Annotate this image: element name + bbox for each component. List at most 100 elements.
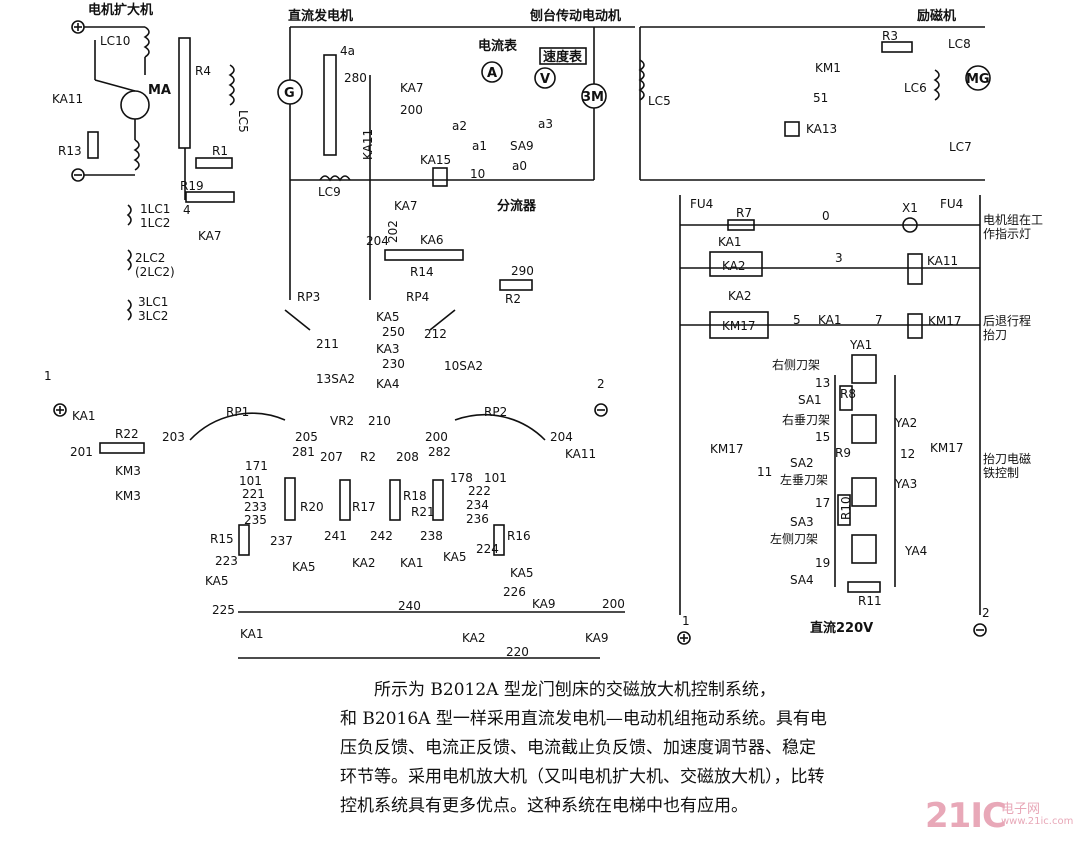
label-lc7: LC7 (949, 140, 972, 154)
node-207: 207 (320, 450, 343, 464)
node-230: 230 (382, 357, 405, 371)
node-51: 51 (813, 91, 828, 105)
node-236: 236 (466, 512, 489, 526)
label-ammeter: 电流表 (478, 38, 518, 54)
label-ka7-b: KA7 (400, 81, 424, 95)
label-speed-meter: 速度表 (543, 49, 583, 65)
heading-drive-motor: 刨台传动电动机 (529, 8, 621, 24)
node-1-left: 1 (44, 369, 52, 383)
node-1-right: 1 (682, 614, 690, 628)
label-left-vert: 左垂刀架 (780, 472, 828, 487)
label-rp1: RP1 (226, 405, 249, 419)
circuit-diagram: 电机扩大机 直流发电机 刨台传动电动机 励磁机 LC10 MA KA11 R13… (44, 2, 1043, 659)
node-208: 208 (396, 450, 419, 464)
node-4: 4 (183, 203, 191, 217)
heading-dc-generator: 直流发电机 (288, 8, 353, 24)
label-km3-b: KM3 (115, 489, 141, 503)
node-a0: a0 (512, 159, 527, 173)
node-204-b: 204 (550, 430, 573, 444)
label-ya4: YA4 (904, 544, 927, 558)
description-line: 控机系统具有更多优点。这种系统在电梯中也有应用。 (340, 796, 748, 816)
label-ka1-r2: KA1 (818, 313, 842, 327)
node-222: 222 (468, 484, 491, 498)
node-212: 212 (424, 327, 447, 341)
node-101-b: 101 (484, 471, 507, 485)
label-lc5-b: LC5 (648, 94, 671, 108)
description-line: 压负反馈、电流正反馈、电流截止负反馈、加速度调节器、稳定 (340, 738, 816, 758)
label-r22: R22 (115, 427, 139, 441)
label-r17: R17 (352, 500, 376, 514)
label-fu4-right: FU4 (940, 197, 963, 211)
label-dc220: 直流220V (810, 620, 873, 636)
node-220: 220 (506, 645, 529, 659)
label-ka11-left: KA11 (52, 92, 83, 106)
node-205: 205 (295, 430, 318, 444)
node-233: 233 (244, 500, 267, 514)
node-221: 221 (242, 487, 265, 501)
label-lift-control: 抬刀电磁铁控制 (983, 451, 1031, 480)
label-r16: R16 (507, 529, 531, 543)
label-vr2: VR2 (330, 414, 354, 428)
label-r13: R13 (58, 144, 82, 158)
node-0: 0 (822, 209, 830, 223)
node-210: 210 (368, 414, 391, 428)
node-241: 241 (324, 529, 347, 543)
label-ka5-b: KA5 (205, 574, 229, 588)
node-3: 3 (835, 251, 843, 265)
label-r3: R3 (882, 29, 898, 43)
node-203: 203 (162, 430, 185, 444)
label-ya3: YA3 (894, 477, 917, 491)
description-text: 所示为 B2012A 型龙门刨床的交磁放大机控制系统， 和 B2016A 型一样… (340, 676, 900, 821)
label-r19: R19 (180, 179, 204, 193)
label-lc5-a: LC5 (236, 110, 250, 133)
label-ka2-r: KA2 (722, 259, 746, 273)
label-r11: R11 (858, 594, 882, 608)
label-km17-a: KM17 (722, 319, 756, 333)
label-lc9: LC9 (318, 185, 341, 199)
label-retreat: 后退行程抬刀 (983, 313, 1031, 342)
node-200: 200 (400, 103, 423, 117)
node-238: 238 (420, 529, 443, 543)
label-x1: X1 (902, 201, 918, 215)
description-line: 和 B2016A 型一样采用直流发电机—电动机组拖动系统。具有电 (340, 709, 827, 729)
label-ka7-a: KA7 (198, 229, 222, 243)
label-r2-b: R2 (360, 450, 376, 464)
label-ka1-a: KA1 (400, 556, 424, 570)
label-v-meter: V (540, 72, 550, 87)
label-ka5-e: KA5 (510, 566, 534, 580)
label-r9: R9 (835, 446, 851, 460)
label-a-meter: A (487, 66, 497, 81)
label-ya2: YA2 (894, 416, 917, 430)
label-sa3: SA3 (790, 515, 814, 529)
label-r14: R14 (410, 265, 434, 279)
label-lc10: LC10 (100, 34, 130, 48)
node-281: 281 (292, 445, 315, 459)
label-km17-c: KM17 (710, 442, 744, 456)
node-211: 211 (316, 337, 339, 351)
label-r15: R15 (210, 532, 234, 546)
node-200-c: 200 (602, 597, 625, 611)
label-13sa2: 13SA2 (316, 372, 355, 386)
label-km3-a: KM3 (115, 464, 141, 478)
label-km1: KM1 (815, 61, 841, 75)
label-ka11-mid: KA11 (361, 129, 375, 160)
label-rp4: RP4 (406, 290, 429, 304)
label-r1: R1 (212, 144, 228, 158)
node-4a: 4a (340, 44, 355, 58)
node-10: 10 (470, 167, 485, 181)
generator-section: G 4a 280 KA7 200 KA11 电流表 A 速度表 V a2 a1 … (126, 26, 635, 391)
label-sa1: SA1 (798, 393, 822, 407)
label-ma: MA (148, 83, 171, 98)
label-sa2: SA2 (790, 456, 814, 470)
node-a1: a1 (472, 139, 487, 153)
label-fu4-left: FU4 (690, 197, 713, 211)
label-ka9-b: KA9 (585, 631, 609, 645)
node-240: 240 (398, 599, 421, 613)
label-2lc: 2LC2(2LC2) (135, 251, 175, 279)
label-ka3: KA3 (376, 342, 400, 356)
label-ka1-left: KA1 (72, 409, 96, 423)
node-178: 178 (450, 471, 473, 485)
